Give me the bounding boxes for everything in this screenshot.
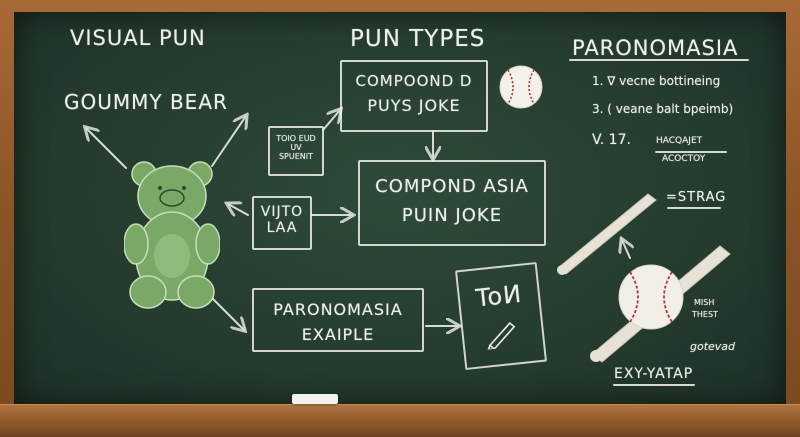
- label-thest: THEST: [692, 310, 718, 319]
- paronomasia-example-box: PARONOMASIA EXAIPLE: [252, 288, 424, 352]
- compond-asia-line2: PUIN JOKE: [401, 205, 503, 226]
- baseball-large-icon: [618, 264, 684, 330]
- list-item-2: 3. ( veane balt bpeimb): [592, 102, 734, 116]
- arrow-gummy-upleft: [86, 128, 127, 169]
- paronomasia-example-line1: PARONOMASIA: [273, 300, 403, 319]
- sign-text: ToИ: [474, 279, 524, 313]
- pencil-icon: [487, 322, 516, 350]
- label-gummy-bear: GOUMMY BEAR: [64, 90, 228, 114]
- heading-visual-pun: VISUAL PUN: [70, 26, 206, 50]
- visto-laa-box: VIJTO LAA: [252, 196, 312, 250]
- paronomasia-example-line2: EXAIPLE: [301, 325, 375, 344]
- small-note-line3: SPUENIT: [278, 152, 314, 161]
- label-mish: MISH: [694, 298, 715, 307]
- list-item-3-line1: HACQAJET: [656, 136, 703, 146]
- small-note-box: TOIO EUD UV SPUENIT: [268, 126, 324, 176]
- label-gotevad: gotevad: [690, 340, 736, 353]
- compond-asia-line1: COMPOND ASIA: [375, 176, 529, 197]
- heading-pun-types: PUN TYPES: [350, 26, 486, 52]
- arrow-gummy-upright: [211, 116, 246, 167]
- arrow-gummy-down: [211, 297, 244, 330]
- label-exy-yatap: EXY-YATAP: [614, 366, 694, 382]
- eraser[interactable]: [292, 394, 338, 404]
- visto-laa-line1: VIJTO: [260, 204, 304, 220]
- label-strag: =STRAG: [666, 190, 727, 205]
- compond-asia-joke-box: COMPOND ASIA PUIN JOKE: [358, 160, 546, 246]
- small-note-line1: TOIO EUD: [276, 134, 316, 143]
- small-note-line2: UV: [290, 143, 302, 152]
- arrow-gummy-right: [228, 204, 249, 215]
- arrow-small-to-compound: [322, 110, 340, 131]
- compound-puys-line2: PUYS JOKE: [367, 96, 461, 115]
- gummy-bear-drawing: [124, 161, 220, 309]
- heading-paronomasia: PARONOMASIA: [572, 36, 739, 60]
- baseball-bat-upper: [557, 193, 657, 275]
- visto-laa-line2: LAA: [266, 220, 298, 236]
- compound-puys-joke-box: COMPOOND D PUYS JOKE: [340, 60, 488, 132]
- list-item-1: 1. ∇ vecne bottineing: [592, 74, 721, 88]
- compound-puys-line1: COMPOOND D: [355, 72, 473, 90]
- chalk-ledge: [0, 404, 800, 437]
- baseball-icon: [499, 65, 543, 109]
- list-item-3-line2: ACOCTOY: [662, 154, 706, 164]
- arrow-up-right-side: [622, 240, 630, 259]
- sign-card: ToИ: [454, 261, 548, 371]
- list-item-3-prefix: V. 17.: [592, 132, 631, 148]
